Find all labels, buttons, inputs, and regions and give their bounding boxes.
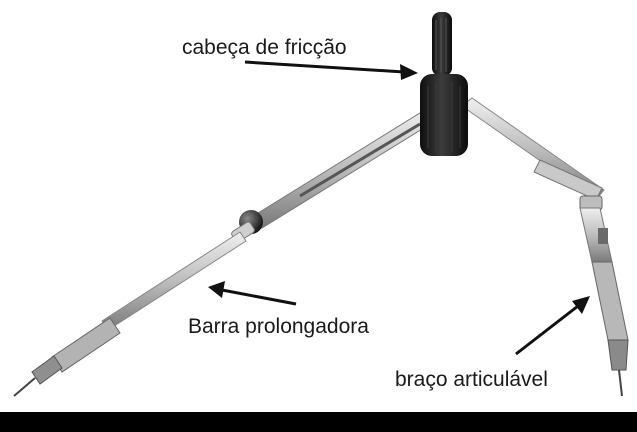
- friction-head-label: cabeça de fricção: [182, 36, 347, 59]
- right-leg: [461, 97, 629, 397]
- articulated-arm-label: braço articulável: [395, 368, 548, 391]
- extension-bar-arrow: [208, 281, 297, 306]
- friction-head: [420, 12, 468, 156]
- extension-bar: [13, 231, 247, 397]
- friction-head-arrow: [244, 60, 418, 80]
- articulated-arm-arrow: [515, 296, 590, 356]
- head-body: [420, 74, 468, 156]
- callout-arrows: [208, 60, 590, 356]
- base-bar: [0, 412, 637, 432]
- left-leg: [231, 107, 441, 243]
- extension-bar-label: Barra prolongadora: [188, 315, 369, 338]
- grip-handle: [432, 12, 452, 76]
